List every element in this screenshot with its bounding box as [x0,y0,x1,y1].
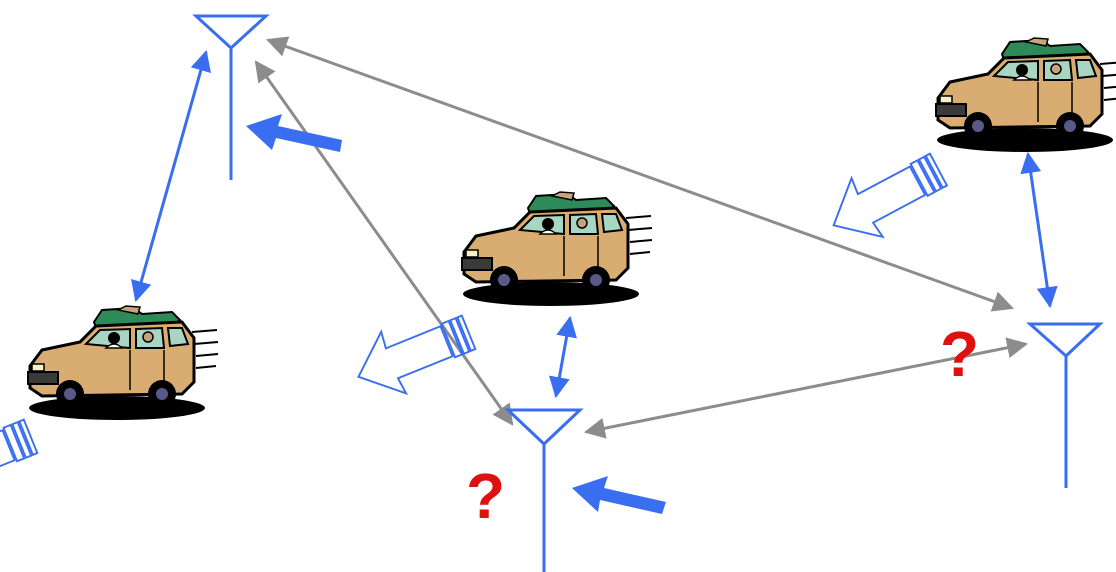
question-mark: ? [466,460,505,532]
hollow-motion-arrow-icon [345,300,482,409]
antenna-icon [504,408,584,572]
antenna-icon [1026,322,1104,488]
solid-pointer-arrow-icon [246,114,342,152]
link-tower2-car-center [549,315,577,399]
antenna-icon [192,14,270,180]
link-tower1-car-left [131,49,211,303]
hollow-motion-arrow-icon [0,404,44,513]
suv-car-icon [460,190,654,308]
link-tower1-tower2 [254,60,514,426]
suv-car-icon [934,36,1116,154]
link-tower3-car-right [1020,151,1058,309]
suv-car-icon [26,304,220,422]
hollow-motion-arrow-icon [817,139,956,256]
solid-pointer-arrow-icon [572,476,666,514]
question-mark: ? [940,318,979,390]
link-tower2-tower3 [583,337,1029,439]
